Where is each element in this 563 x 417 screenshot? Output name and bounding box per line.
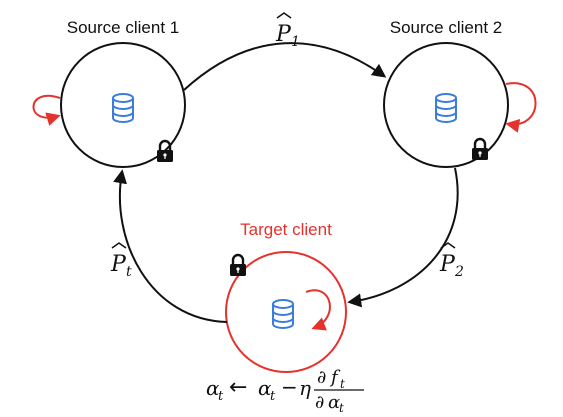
svg-text:t: t — [270, 389, 276, 404]
target-client-label: Target client — [240, 220, 332, 239]
source-client-2-node: Source client 2 — [383, 18, 537, 168]
svg-text:t: t — [340, 377, 345, 391]
lock-icon — [228, 253, 248, 278]
svg-text:P: P — [110, 252, 127, 277]
svg-text:t: t — [218, 389, 224, 404]
source-client-2-circle — [383, 42, 509, 168]
edge-p2-label: P 2 — [439, 242, 464, 280]
target-client-circle — [225, 251, 347, 373]
svg-text:2: 2 — [454, 264, 464, 280]
svg-text:∂: ∂ — [315, 392, 324, 413]
hat-accent — [111, 242, 127, 249]
update-formula: α t ← α t − η ∂ f t ∂ α t — [206, 367, 364, 415]
svg-text:∂: ∂ — [317, 367, 326, 388]
edge-p1-label: P 1 — [275, 12, 300, 50]
svg-text:P: P — [275, 22, 292, 47]
edge-pt-arrow — [113, 169, 228, 323]
svg-text:P: P — [439, 252, 456, 277]
svg-text:α: α — [328, 392, 340, 413]
edge-p1-arrow — [183, 42, 387, 91]
edge-p2-arrow — [347, 167, 459, 308]
svg-text:η: η — [299, 376, 311, 400]
source-client-1-circle — [60, 42, 186, 168]
edge-pt-label: P t — [110, 242, 132, 280]
svg-text:α: α — [258, 376, 272, 400]
svg-text:←: ← — [229, 375, 247, 400]
svg-text:1: 1 — [291, 34, 300, 50]
source-client-2-label: Source client 2 — [390, 18, 502, 37]
svg-text:−: − — [281, 375, 298, 399]
svg-text:α: α — [206, 376, 220, 400]
source-client-1-node: Source client 1 — [32, 18, 186, 168]
hat-accent — [276, 12, 292, 19]
target-client-node: Target client — [225, 220, 347, 373]
hat-accent — [440, 242, 456, 249]
svg-text:t: t — [339, 401, 344, 415]
refresh-arrow-icon — [32, 94, 61, 126]
svg-text:t: t — [126, 264, 132, 280]
refresh-arrow-icon — [505, 82, 537, 133]
source-client-1-label: Source client 1 — [67, 18, 179, 37]
refresh-arrow-icon — [305, 289, 331, 331]
